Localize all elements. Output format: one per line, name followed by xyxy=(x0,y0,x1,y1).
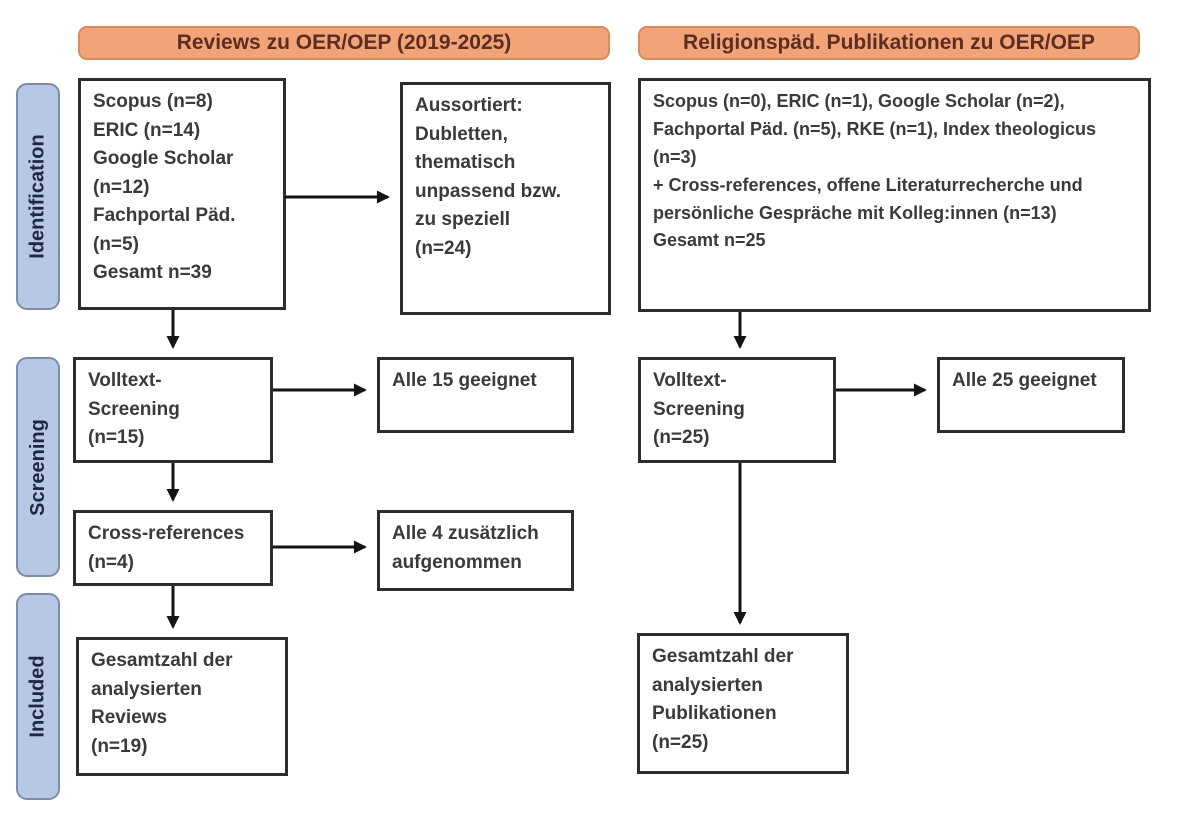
box-right-sources: Scopus (n=0), ERIC (n=1), Google Scholar… xyxy=(638,78,1151,312)
box-left-excluded-text: Aussortiert: Dubletten, thematisch unpas… xyxy=(415,95,562,259)
box-right-all-suitable: Alle 25 geeignet xyxy=(937,357,1125,433)
box-left-total-included-text: Gesamtzahl der analysierten Reviews (n=1… xyxy=(91,650,233,757)
box-left-cross-references: Cross-references (n=4) xyxy=(73,510,273,586)
box-right-fulltext-screening: Volltext- Screening (n=25) xyxy=(638,357,836,463)
box-left-sources: Scopus (n=8) ERIC (n=14) Google Scholar … xyxy=(78,78,286,310)
box-left-total-included: Gesamtzahl der analysierten Reviews (n=1… xyxy=(76,637,288,776)
box-left-all-suitable: Alle 15 geeignet xyxy=(377,357,574,433)
stage-identification-label: Identification xyxy=(26,134,49,259)
box-left-sources-text: Scopus (n=8) ERIC (n=14) Google Scholar … xyxy=(93,91,236,283)
column-header-reviews: Reviews zu OER/OEP (2019-2025) xyxy=(78,26,610,60)
box-right-total-included-text: Gesamtzahl der analysierten Publikatione… xyxy=(652,646,794,753)
box-left-cross-references-text: Cross-references (n=4) xyxy=(88,523,245,573)
stage-identification: Identification xyxy=(16,83,60,310)
box-left-fulltext-screening-text: Volltext- Screening (n=15) xyxy=(88,370,180,448)
box-left-additional-included: Alle 4 zusätzlich aufgenommen xyxy=(377,510,574,591)
box-left-excluded: Aussortiert: Dubletten, thematisch unpas… xyxy=(400,82,611,315)
column-header-religionspaed: Religionspäd. Publikationen zu OER/OEP xyxy=(638,26,1140,60)
box-right-all-suitable-text: Alle 25 geeignet xyxy=(952,370,1097,391)
stage-included-label: Included xyxy=(26,655,49,738)
box-left-all-suitable-text: Alle 15 geeignet xyxy=(392,370,537,391)
stage-screening-label: Screening xyxy=(26,418,49,516)
box-right-fulltext-screening-text: Volltext- Screening (n=25) xyxy=(653,370,745,448)
box-left-additional-included-text: Alle 4 zusätzlich aufgenommen xyxy=(392,523,539,573)
box-left-fulltext-screening: Volltext- Screening (n=15) xyxy=(73,357,273,463)
stage-screening: Screening xyxy=(16,357,60,577)
column-header-religionspaed-label: Religionspäd. Publikationen zu OER/OEP xyxy=(683,31,1095,54)
column-header-reviews-label: Reviews zu OER/OEP (2019-2025) xyxy=(176,31,512,54)
stage-included: Included xyxy=(16,593,60,800)
box-right-sources-text: Scopus (n=0), ERIC (n=1), Google Scholar… xyxy=(653,91,1097,251)
box-right-total-included: Gesamtzahl der analysierten Publikatione… xyxy=(637,633,849,774)
